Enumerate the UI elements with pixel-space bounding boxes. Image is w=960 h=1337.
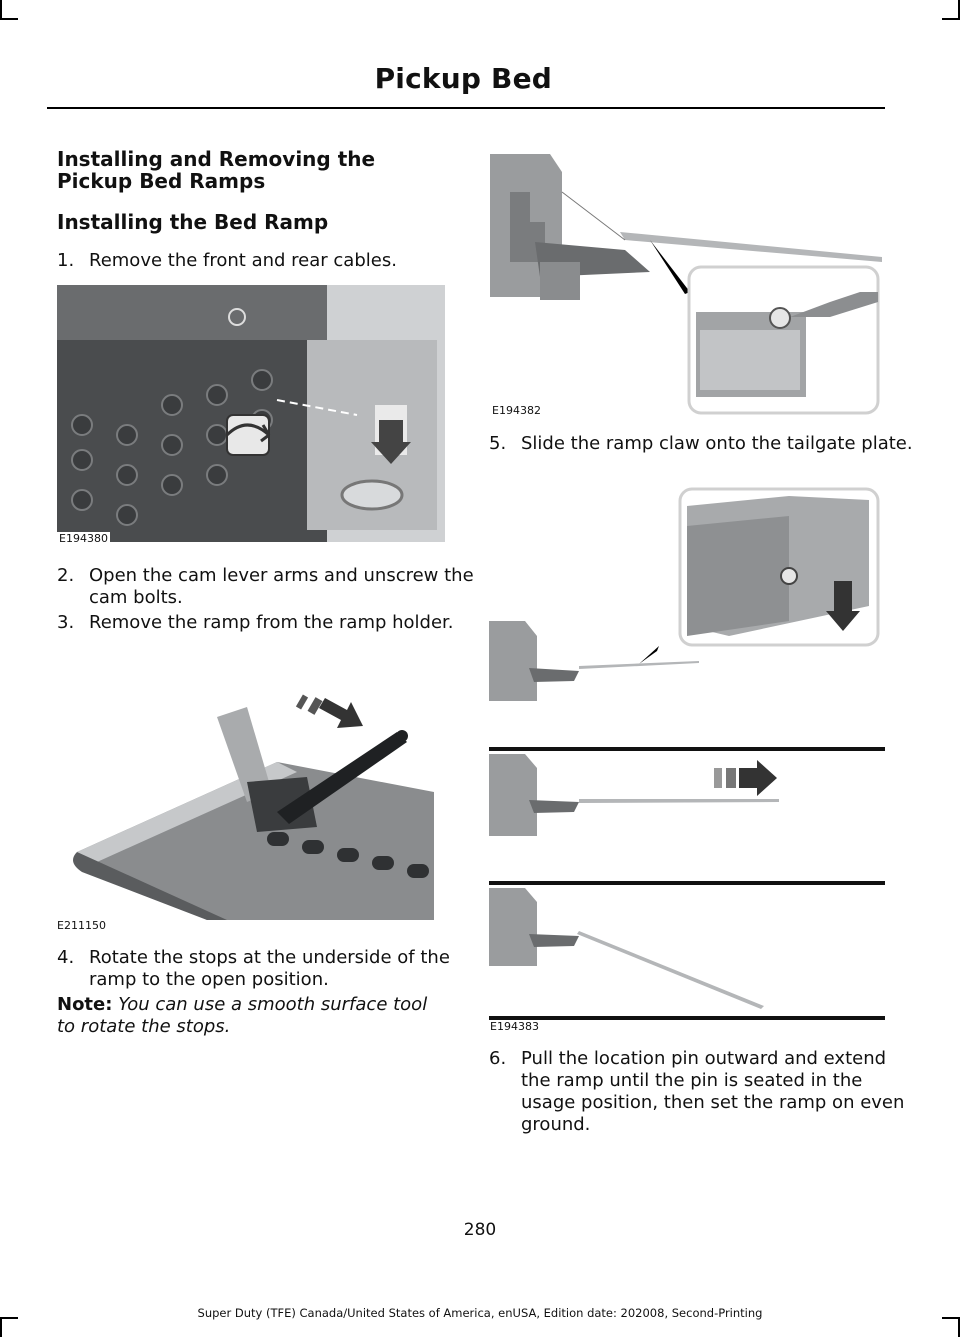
section-heading: Installing and Removing the Pickup Bed R…	[57, 147, 376, 193]
crop-mark	[942, 18, 960, 20]
step-number: 5.	[489, 433, 507, 454]
step-text: Open the cam lever arms and unscrew the …	[89, 565, 474, 608]
crop-mark	[0, 1317, 18, 1319]
figure-code: E211150	[57, 919, 106, 932]
crop-mark	[958, 0, 960, 18]
step-number: 4.	[57, 947, 75, 968]
step-6: 6. Pull the location pin outward and exte…	[489, 1048, 913, 1136]
step-text: Rotate the stops at the underside of the…	[89, 947, 450, 990]
step-text: Remove the ramp from the ramp holder.	[89, 612, 454, 633]
page-footer: Super Duty (TFE) Canada/United States of…	[197, 1306, 763, 1320]
step-2: 2. Open the cam lever arms and unscrew th…	[57, 565, 481, 609]
note-text: You can use a smooth surface tool to rot…	[57, 994, 428, 1037]
figure-code: E194383	[490, 1020, 539, 1033]
crop-mark	[0, 0, 2, 18]
step-text: Remove the front and rear cables.	[89, 250, 397, 271]
note: Note: You can use a smooth surface tool …	[57, 994, 447, 1038]
step-number: 6.	[489, 1048, 507, 1069]
section-subheading: Installing the Bed Ramp	[57, 210, 329, 234]
step-number: 3.	[57, 612, 75, 633]
crop-mark	[958, 1319, 960, 1337]
step-3: 3. Remove the ramp from the ramp holder.	[57, 612, 481, 634]
figure-e194380	[57, 285, 445, 542]
crop-mark	[0, 1319, 2, 1337]
figure-e194383	[489, 486, 885, 1021]
page-number: 280	[463, 1220, 497, 1240]
figure-code: E194380	[57, 532, 110, 545]
figure-e194382	[490, 152, 882, 417]
crop-mark	[0, 18, 18, 20]
step-number: 1.	[57, 250, 75, 271]
figure-code: E194382	[492, 404, 541, 417]
crop-mark	[942, 1317, 960, 1319]
step-text: Slide the ramp claw onto the tailgate pl…	[521, 433, 913, 454]
note-label: Note:	[57, 994, 113, 1015]
figure-e211150	[57, 662, 434, 920]
header-rule	[47, 107, 885, 109]
step-4: 4. Rotate the stops at the underside of t…	[57, 947, 481, 991]
step-number: 2.	[57, 565, 75, 586]
step-5: 5. Slide the ramp claw onto the tailgate …	[489, 433, 913, 455]
step-1: 1. Remove the front and rear cables.	[57, 250, 479, 272]
page-title: Pickup Bed	[374, 62, 552, 95]
step-text: Pull the location pin outward and extend…	[521, 1048, 905, 1135]
